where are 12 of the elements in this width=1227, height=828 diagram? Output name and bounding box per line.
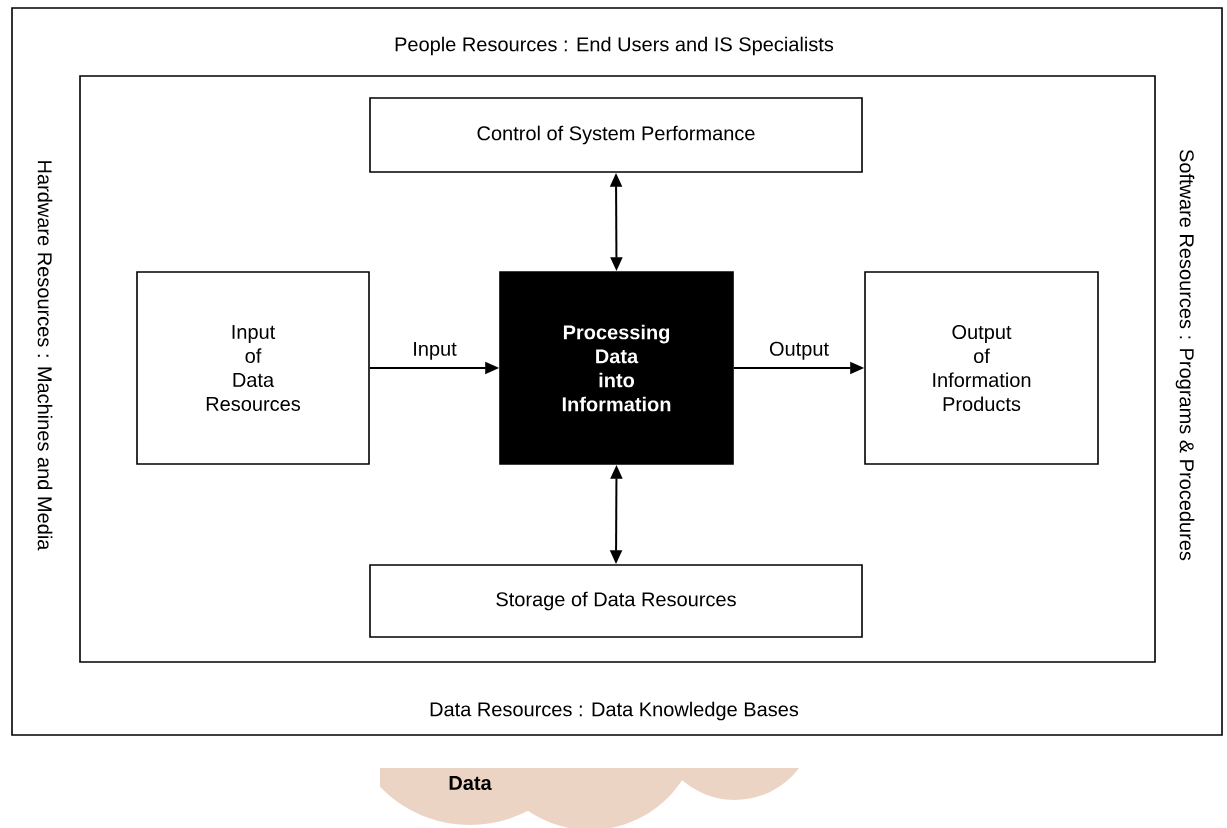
process-box: Input of Data Resources (136, 271, 370, 465)
process-box: Storage of Data Resources (369, 564, 863, 638)
processing-box: Processing Data into Information (499, 271, 734, 465)
side-label: Software Resources : Programs & Procedures (1175, 149, 1195, 561)
edge-label: Input (410, 339, 459, 362)
frame-box (11, 7, 1223, 736)
side-label: Hardware Resources : Machines and Media (37, 161, 53, 551)
side-label: People Resources : End Users and IS Specialists (395, 36, 834, 56)
process-box: Control of System Performance (369, 97, 863, 173)
system-box (79, 75, 1156, 663)
process-box: Output of Information Products (864, 271, 1099, 465)
side-label: Data Resources : Data Knowledge Bases (430, 701, 799, 721)
